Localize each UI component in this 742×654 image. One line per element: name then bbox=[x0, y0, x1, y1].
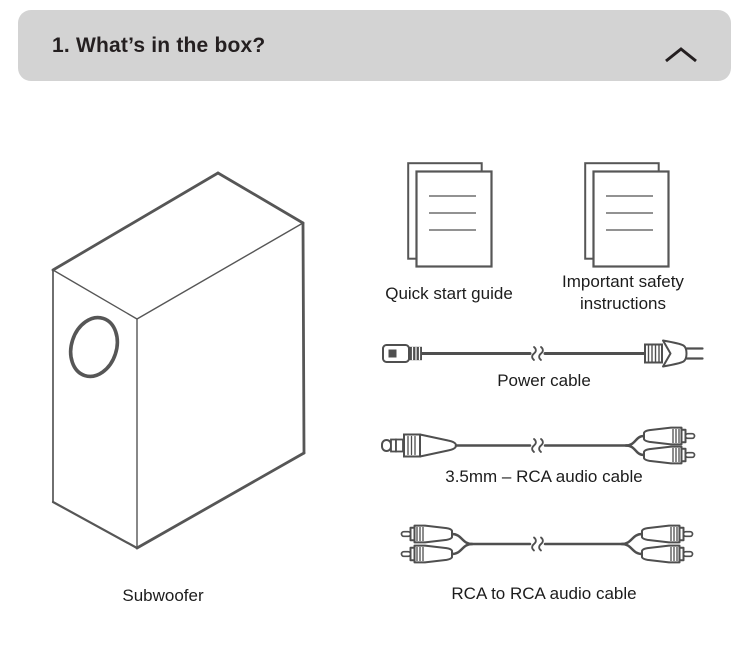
accordion-header-whats-in-the-box[interactable]: 1. What’s in the box? bbox=[18, 10, 731, 81]
quick-start-guide-label: Quick start guide bbox=[385, 284, 513, 303]
chevron-up-icon[interactable] bbox=[663, 45, 699, 65]
power-cable-label: Power cable bbox=[497, 371, 591, 390]
quick-start-guide-document-icon bbox=[407, 162, 493, 268]
subwoofer-label: Subwoofer bbox=[122, 586, 204, 605]
safety-instructions-label: Important safety instructions bbox=[562, 272, 684, 313]
rca-to-rca-cable-illustration bbox=[400, 524, 694, 564]
power-cable-illustration bbox=[382, 339, 704, 368]
rca-to-rca-cable-label: RCA to RCA audio cable bbox=[451, 584, 637, 603]
subwoofer-illustration bbox=[51, 171, 306, 550]
section-title: 1. What’s in the box? bbox=[52, 33, 266, 57]
aux-to-rca-cable-illustration bbox=[381, 426, 696, 465]
safety-instructions-document-icon bbox=[584, 162, 670, 268]
aux-to-rca-cable-label: 3.5mm – RCA audio cable bbox=[445, 467, 643, 486]
